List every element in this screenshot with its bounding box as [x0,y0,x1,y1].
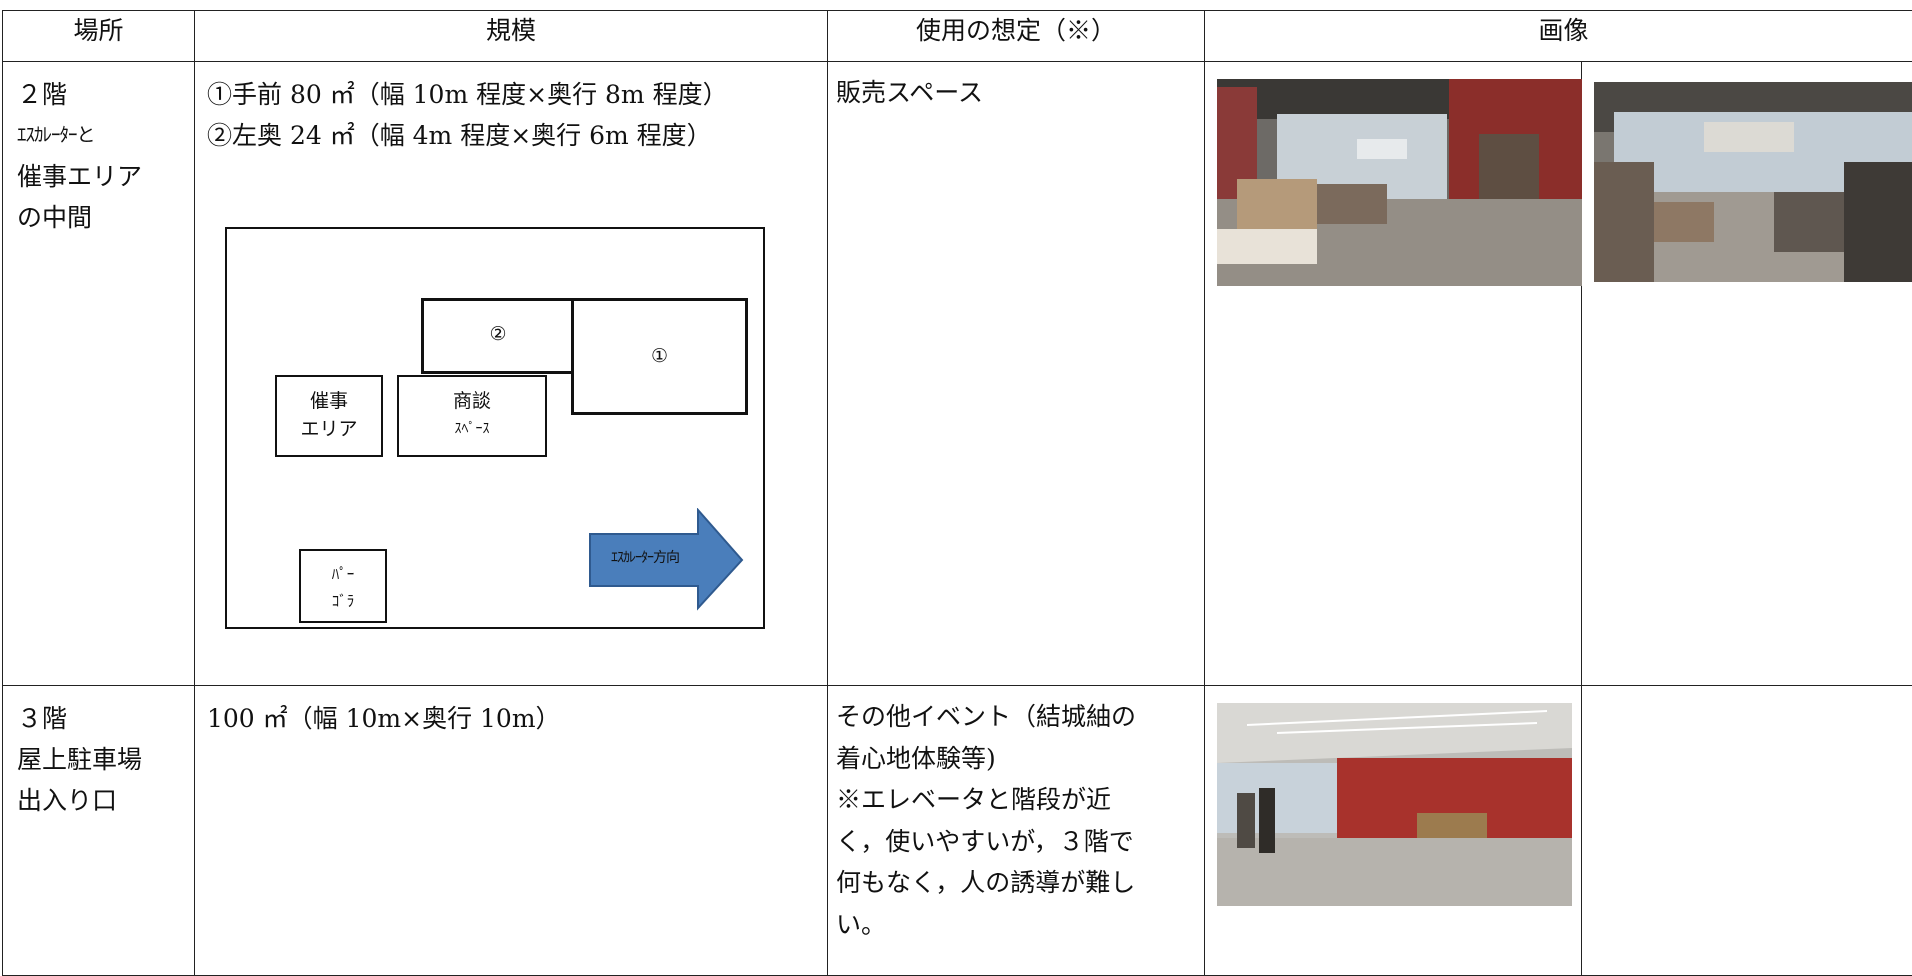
location-line: 催事エリア [17,156,194,197]
floor2-photo-left [1217,79,1582,286]
image-cell-left [1205,686,1582,976]
location-line: の中間 [17,197,194,238]
area-2-box: ② [421,298,575,374]
header-scale: 規模 [195,11,828,62]
floor2-photo-right [1594,82,1912,282]
usage-line: 何もなく，人の誘導が難し [836,862,1204,904]
location-line: ｴｽｶﾚｰﾀｰと [17,115,194,156]
area-1-label: ① [574,345,745,367]
pergola-label: ﾊﾟｰ [301,561,385,588]
area-2-label: ② [424,323,572,345]
usage-line: その他イベント（結城紬の [836,696,1204,738]
table-row: ２階 ｴｽｶﾚｰﾀｰと 催事エリア の中間 ①手前 80 ㎡（幅 10m 程度×… [3,62,1912,686]
usage-cell: その他イベント（結城紬の 着心地体験等) ※エレベータと階段が近 く，使いやすい… [828,686,1205,976]
table-row: ３階 屋上駐車場 出入り口 100 ㎡（幅 10m×奥行 10m） その他イベン… [3,686,1912,976]
image-cell-left [1205,62,1582,686]
scale-cell: 100 ㎡（幅 10m×奥行 10m） [195,686,828,976]
floor3-photo [1217,703,1572,906]
usage-line: く，使いやすいが，３階で [836,821,1204,863]
floor-layout-diagram: ② ① 催事 エリア 商談 ｽﾍﾟｰｽ ﾊﾟｰ ｺﾞﾗ [225,227,765,629]
event-area-box: 催事 エリア [275,375,383,457]
usage-line: ※エレベータと階段が近 [836,779,1204,821]
usage-cell: 販売スペース [828,62,1205,686]
area-1-box: ① [571,298,748,415]
location-line: 出入り口 [17,780,194,821]
store-interior-image-icon [1217,79,1582,286]
escalator-direction-label: ｴｽｶﾚｰﾀｰ方向 [590,547,700,567]
usage-line: い。 [836,904,1204,946]
pergola-label: ｺﾞﾗ [301,588,385,615]
store-interior-image-icon [1594,82,1912,282]
location-line: ３階 [17,698,194,739]
image-cell-right [1582,62,1912,686]
header-usage: 使用の想定（※） [828,11,1205,62]
meeting-space-label: 商談 [399,387,545,415]
location-cell: ３階 屋上駐車場 出入り口 [3,686,195,976]
meeting-space-label: ｽﾍﾟｰｽ [399,415,545,443]
scale-line: ②左奥 24 ㎡（幅 4m 程度×奥行 6m 程度） [207,115,827,156]
usage-line: 販売スペース [836,72,1204,114]
scale-line: 100 ㎡（幅 10m×奥行 10m） [207,698,827,739]
meeting-space-box: 商談 ｽﾍﾟｰｽ [397,375,547,457]
header-image: 画像 [1205,11,1912,62]
usage-line: 着心地体験等) [836,738,1204,780]
location-cell: ２階 ｴｽｶﾚｰﾀｰと 催事エリア の中間 [3,62,195,686]
header-row: 場所 規模 使用の想定（※） 画像 [3,11,1912,62]
scale-line: ①手前 80 ㎡（幅 10m 程度×奥行 8m 程度） [207,74,827,115]
pergola-box: ﾊﾟｰ ｺﾞﾗ [299,549,387,623]
location-line: ２階 [17,74,194,115]
image-cell-right [1582,686,1912,976]
event-area-label: 催事 [277,387,381,415]
entrance-hall-image-icon [1217,703,1572,906]
event-area-label: エリア [277,415,381,443]
header-location: 場所 [3,11,195,62]
scale-cell: ①手前 80 ㎡（幅 10m 程度×奥行 8m 程度） ②左奥 24 ㎡（幅 4… [195,62,828,686]
venue-table: 場所 規模 使用の想定（※） 画像 ２階 ｴｽｶﾚｰﾀｰと 催事エリア の中間 … [2,10,1912,976]
location-line: 屋上駐車場 [17,739,194,780]
